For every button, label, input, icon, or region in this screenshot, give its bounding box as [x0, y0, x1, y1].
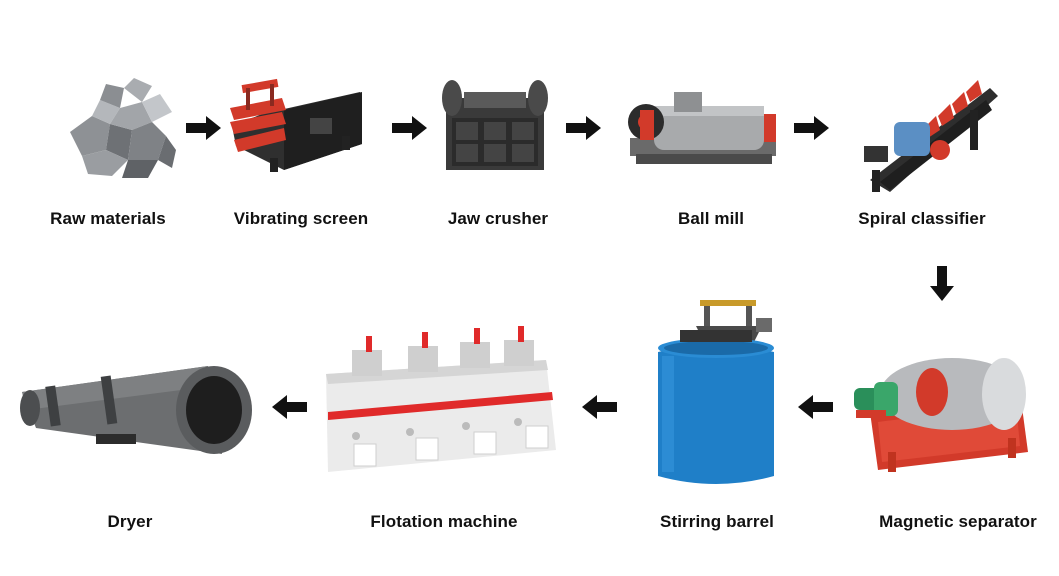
step-label: Raw materials	[50, 209, 166, 228]
raw-materials-icon	[62, 72, 180, 184]
magnetic-separator-icon	[848, 352, 1034, 474]
step-label: Dryer	[107, 512, 153, 531]
arrow-right-icon	[392, 116, 428, 140]
arrow-down-icon	[930, 266, 954, 302]
stirring-barrel-icon	[652, 296, 782, 492]
step-label: Ball mill	[677, 209, 745, 228]
arrow-left-icon	[272, 395, 308, 419]
step-label: Spiral classifier	[858, 209, 986, 228]
ball-mill-icon	[626, 84, 782, 170]
step-label: Flotation machine	[370, 512, 518, 531]
arrow-left-icon	[798, 395, 834, 419]
step-label: Stirring barrel	[660, 512, 774, 531]
jaw-crusher-icon	[440, 78, 550, 174]
dryer-icon	[12, 364, 256, 460]
step-label: Magnetic separator	[879, 512, 1037, 531]
arrow-left-icon	[582, 395, 618, 419]
vibrating-screen-icon	[222, 74, 372, 174]
flotation-machine-icon	[322, 326, 560, 478]
spiral-classifier-icon	[860, 70, 1002, 196]
arrow-right-icon	[566, 116, 602, 140]
step-label: Vibrating screen	[233, 209, 369, 228]
arrow-right-icon	[186, 116, 222, 140]
step-label: Jaw crusher	[447, 209, 549, 228]
arrow-right-icon	[794, 116, 830, 140]
